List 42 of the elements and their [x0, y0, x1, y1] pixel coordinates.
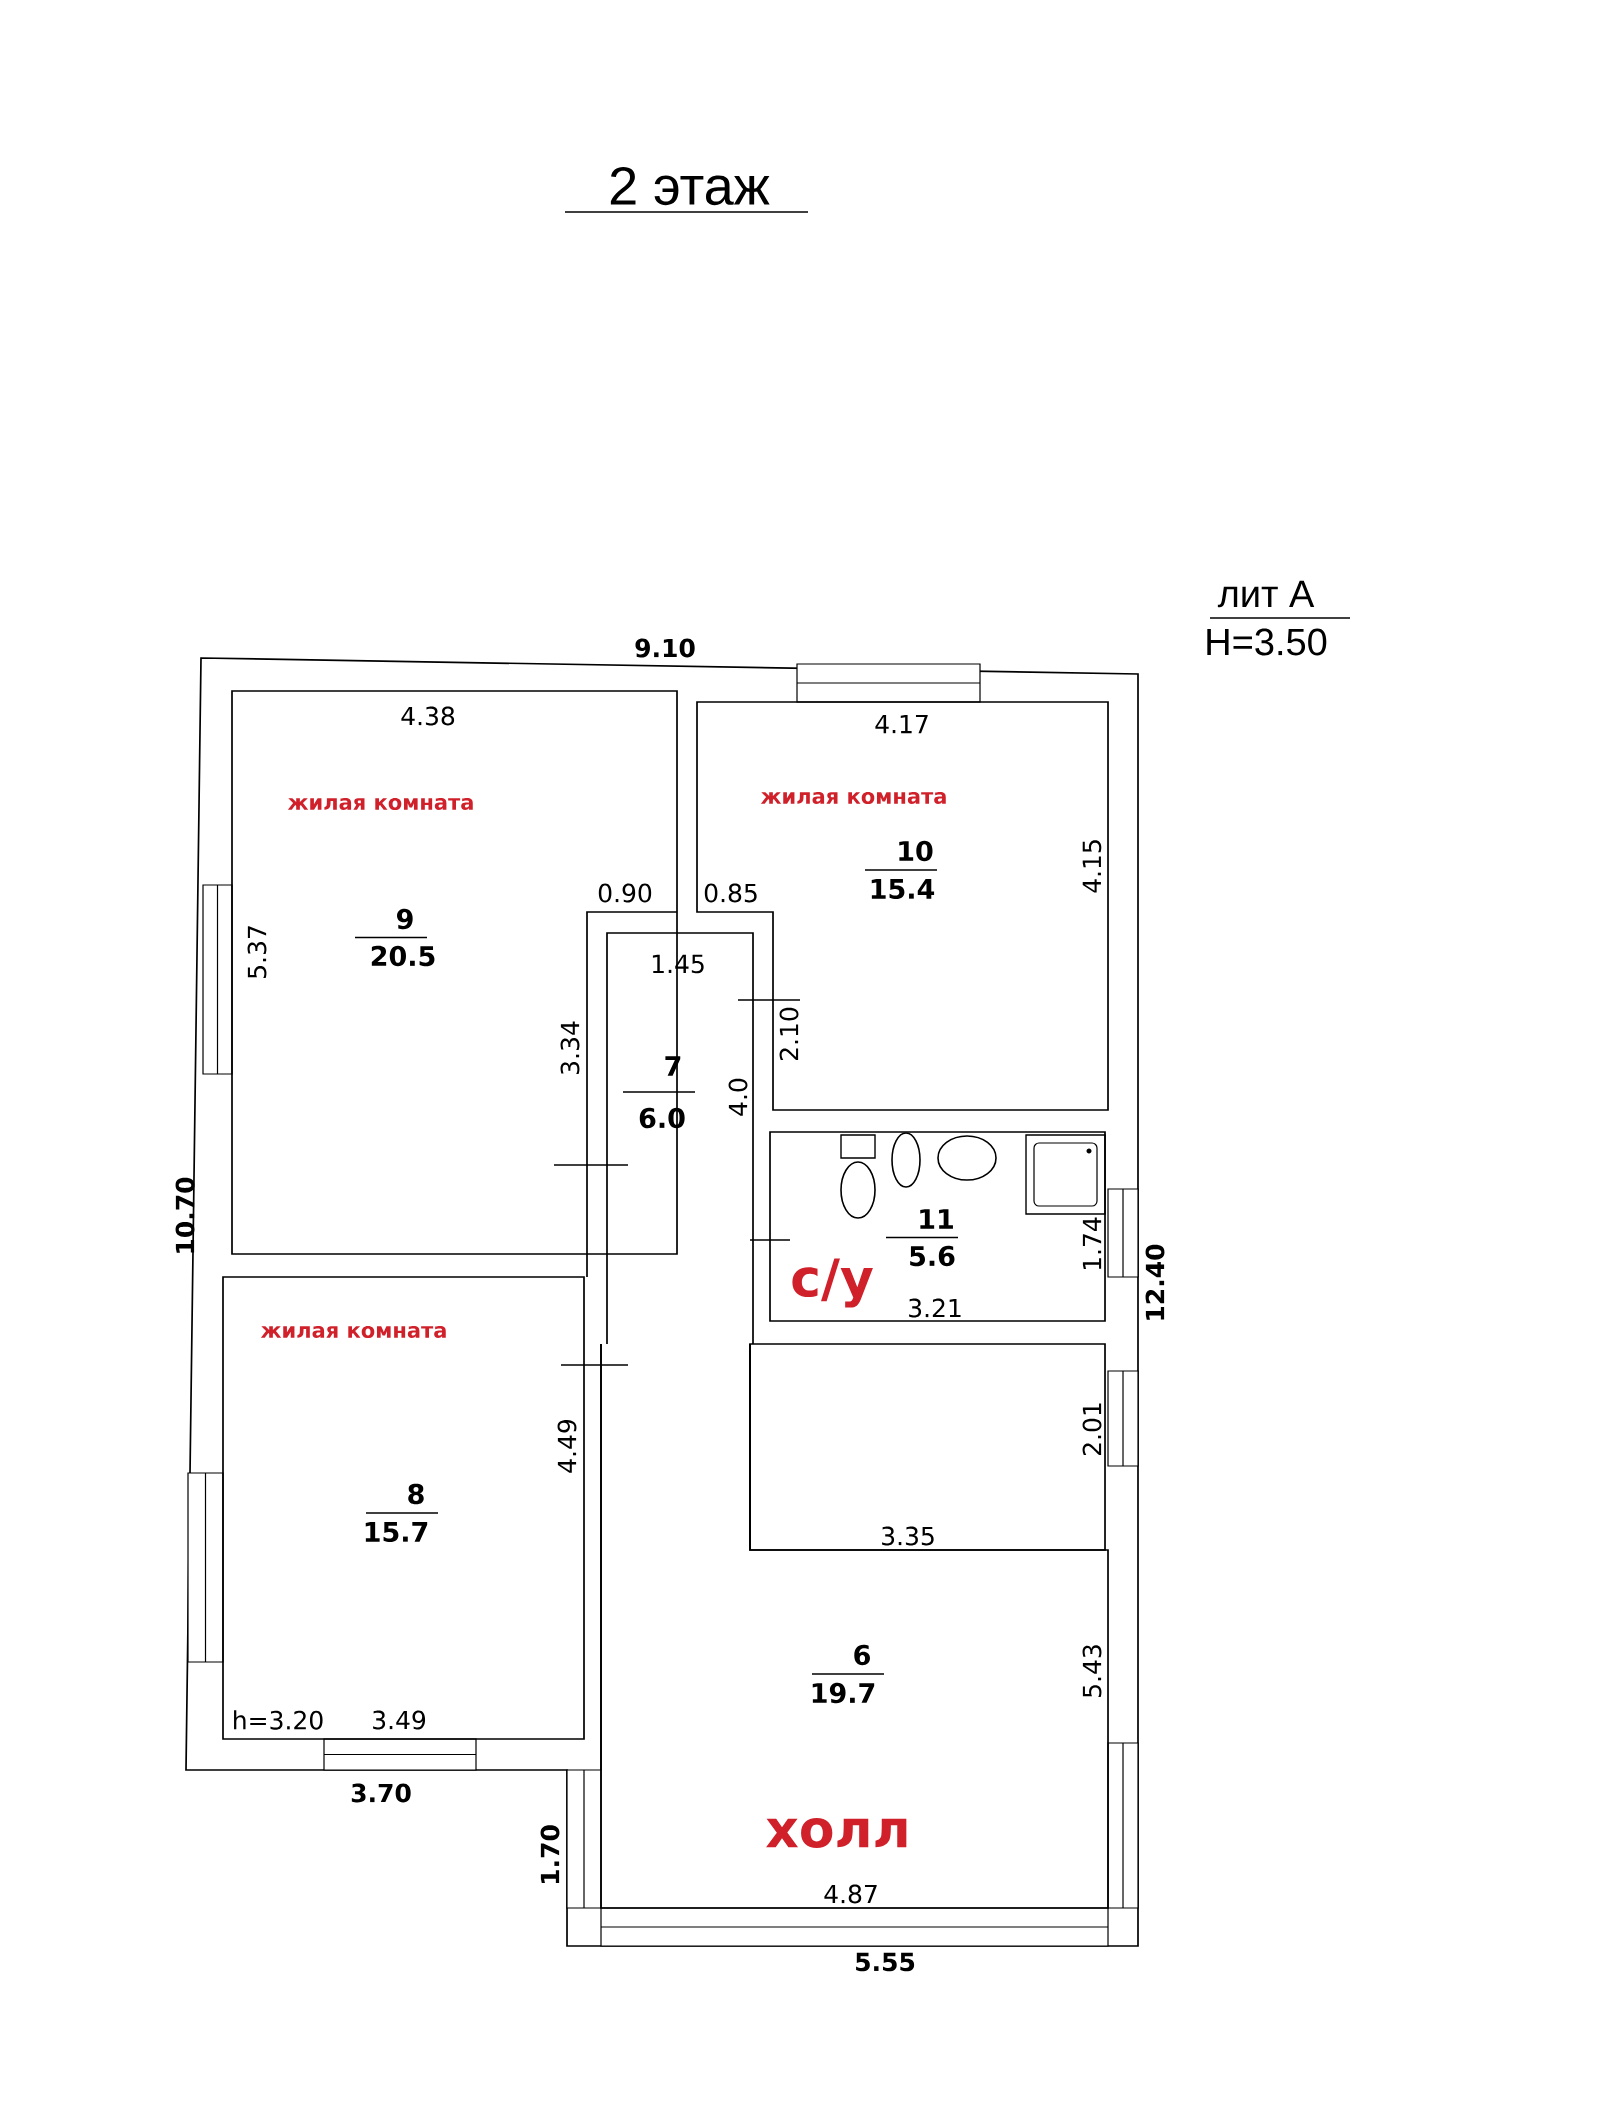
dimension-label: 0.85 — [704, 883, 757, 903]
dimension-label: 4.38 — [401, 706, 455, 726]
room-name: холл — [766, 1818, 907, 1848]
dimension-label: 4.17 — [875, 714, 928, 734]
room-area: 20.5 — [371, 945, 435, 967]
dimension-label: 1.70 — [540, 1825, 560, 1884]
building-label: лит А — [1217, 580, 1315, 608]
room-number: 6 — [854, 1644, 870, 1666]
building-label: H=3.50 — [1207, 628, 1327, 656]
dimension-label: 3.70 — [351, 1783, 411, 1803]
dimension-label: 3.49 — [373, 1710, 426, 1730]
dimension-label: 4.15 — [1082, 840, 1102, 893]
dimension-label: 4.49 — [557, 1419, 577, 1473]
room-area: 15.4 — [871, 879, 935, 900]
title: 2 этаж — [610, 166, 770, 206]
dimension-label: 2.01 — [1082, 1403, 1102, 1455]
room-number: 9 — [397, 908, 413, 930]
dimension-label: 4.0 — [728, 1078, 748, 1116]
dimension-label: 3.34 — [560, 1021, 580, 1074]
room-name: жилая комната — [260, 1326, 446, 1339]
room-number: 8 — [408, 1483, 424, 1505]
dimension-label: 12.40 — [1145, 1244, 1165, 1320]
room-name: жилая комната — [287, 798, 473, 811]
dimension-label: 10.70 — [175, 1177, 195, 1253]
dimension-label: 9.10 — [635, 638, 695, 658]
dimension-label: 0.90 — [598, 883, 652, 903]
dimension-label: 5.37 — [247, 926, 267, 978]
room-number: 10 — [899, 840, 933, 862]
dimension-label: 2.10 — [779, 1007, 799, 1060]
room-area: 5.6 — [910, 1245, 955, 1267]
room-name: с/у — [792, 1258, 873, 1308]
dimension-label: 4.87 — [824, 1884, 877, 1904]
room-name: жилая комната — [760, 792, 946, 805]
dimension-label: 3.35 — [882, 1526, 934, 1546]
dimension-label: 1.74 — [1082, 1217, 1102, 1270]
dimension-label: 5.43 — [1082, 1645, 1102, 1697]
room-area: 19.7 — [812, 1682, 875, 1704]
dimension-label: h=3.20 — [234, 1710, 323, 1730]
dimension-label: 5.55 — [856, 1952, 915, 1972]
dimension-label: 3.21 — [909, 1298, 961, 1318]
room-number: 11 — [920, 1209, 953, 1229]
room-area: 15.7 — [365, 1522, 428, 1543]
